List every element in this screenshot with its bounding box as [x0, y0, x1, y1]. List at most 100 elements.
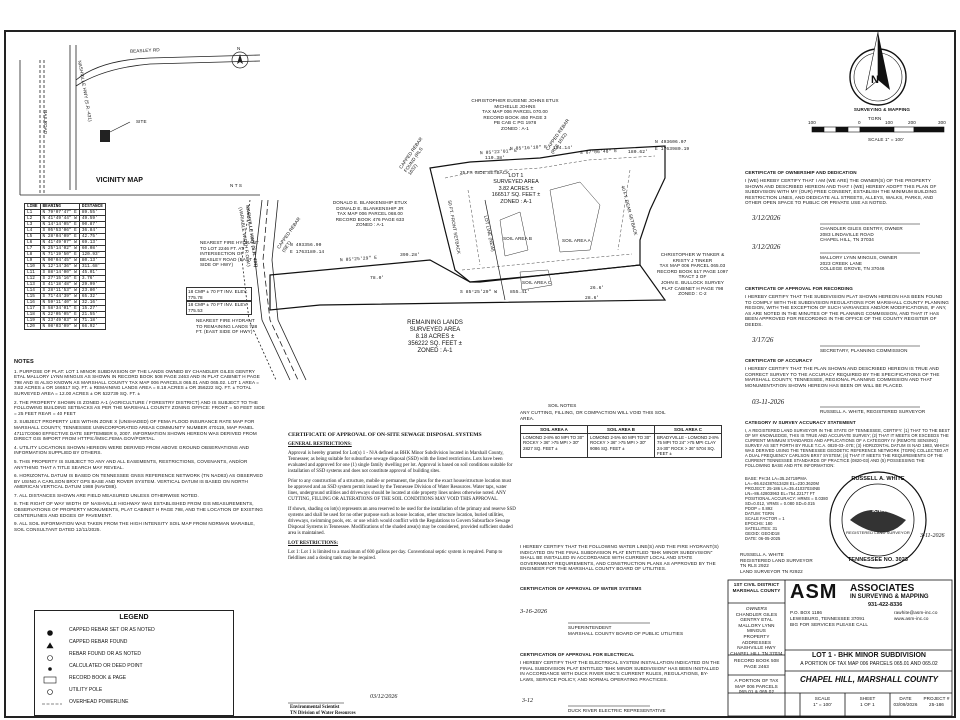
- table-cell: N 23°49'03" W: [39, 317, 80, 324]
- ownership-date1: 3/12/2026: [752, 214, 781, 222]
- table-cell: N 71°19'50" E: [39, 251, 80, 258]
- tb-county: MARSHALL COUNTY: [732, 587, 781, 593]
- owner-east-line: PLAT CABINET H PAGE 798: [661, 285, 724, 291]
- tb-district-text: 1st CIVIL DISTRICT: [733, 582, 780, 587]
- soil-cell: LOMOND 2-8% 60 MPI TO 30" ROCKY > 36" >7…: [520, 433, 588, 459]
- category-data-line: DATE: 06-05-2025: [745, 536, 781, 541]
- accuracy-date: 03-11-2026: [752, 398, 785, 406]
- seal-bottom: TENNESSEE NO. 3023: [847, 557, 909, 563]
- scale-tick-4: 200: [908, 120, 916, 125]
- sewage-sig: Environmental Scientist TN Division of W…: [290, 705, 356, 716]
- owner-west-line: DONALD E. BLANKENSHIP ETUX: [332, 200, 408, 205]
- recording-body: I HEREBY CERTIFY THAT THE SUBDIVISION PL…: [745, 294, 949, 327]
- tb-company: ASM ASSOCIATES IN SURVEYING & MAPPING 93…: [790, 582, 948, 627]
- water-cert-title: CERTIFICATION OF APPROVAL OF WATER SYSTE…: [520, 586, 642, 591]
- owner2-line: COLLEGE GROVE, TN 37046: [820, 266, 885, 272]
- bearing-5: S 85°25'29" W: [460, 290, 498, 295]
- table-cell: S 71°44'39" W: [39, 293, 80, 300]
- vicinity-site: SITE: [136, 119, 147, 124]
- table-cell: N 08°03'09" W: [39, 323, 80, 330]
- note-item: 9. ALL SOIL INFORMATION WAS TAKEN FROM T…: [14, 521, 255, 532]
- ownership-title: CERTIFICATE OF OWNERSHIP AND DEDICATION: [745, 170, 857, 175]
- category-body: I, A REGISTERED LAND SURVEYOR IN THE STA…: [745, 428, 950, 468]
- tb-taxmap: A PORTION OF TAX MAP 006 PARCELS 065.01 …: [729, 678, 784, 695]
- owner-east-line: RECORD BOOK 517 PAGE 1097: [656, 268, 729, 274]
- scale-tick-2: 0: [858, 120, 861, 125]
- sewage-p3: If shown, shading on lot(s) represents a…: [288, 507, 516, 536]
- distance-4: 399.28': [400, 253, 420, 258]
- tb-owner-1: CHANDLER GILES GENTRY ETAL: [735, 611, 778, 623]
- note-item: 4. UTILITY LOCATIONS SHOWN HEREON WERE D…: [14, 444, 250, 456]
- sewage-lot1: Lot 1: Lot 1 is limited to a maximum of …: [288, 550, 503, 561]
- category-title: CATEGORY IV SURVEY ACCURACY STATEMENT: [745, 420, 856, 425]
- sewage-lot-heading: LOT RESTRICTIONS:: [288, 541, 339, 546]
- sheet-border: [4, 30, 956, 718]
- table-cell: L20: [24, 323, 41, 330]
- coord-sw-n: N 493356.90: [290, 243, 322, 248]
- table-cell: N 79°07'47" E: [39, 209, 80, 216]
- legend-label: CAPPED REBAR FOUND: [69, 639, 128, 645]
- culvert-2: 18 CMP ± 70 FT INV. ELEV. 775.53: [186, 300, 252, 316]
- owner-east-line: CHRISTOPHER W TINKER &: [660, 252, 725, 257]
- accuracy-body: I HEREBY CERTIFY THAT THE PLAN SHOWN AND…: [745, 366, 940, 388]
- seal-top: RUSSELL A. WHITE: [851, 476, 905, 482]
- scale-bar: [811, 126, 945, 133]
- table-cell: S 28°11'53" W: [39, 287, 80, 294]
- tb-company-sub2: IN SURVEYING & MAPPING: [850, 594, 929, 600]
- tb-sheet: SHEET 1 OF 1: [845, 696, 890, 707]
- tb-website: www.asm-inc.co: [894, 616, 929, 621]
- legend-item: REBAR FOUND OR AS NOTED: [69, 648, 229, 660]
- soil-cell: BRADYVILLE - LOMOND 2-8% 75 MPI TO 24" >…: [654, 433, 722, 459]
- note-item: 8. THE RIGHT OF WAY WIDTH OF NASHVILLE H…: [14, 501, 263, 518]
- category-data-line: EPOCHS: 180: [745, 521, 773, 526]
- scale-tick-5: 300: [938, 120, 946, 125]
- soil-area-c-label: SOIL AREA C: [522, 280, 552, 285]
- sewage-p2: Prior to any construction of a structure…: [288, 479, 512, 502]
- north-company: SURVEYING & MAPPING: [853, 107, 911, 112]
- coord-sw-e: E 1763180.14: [290, 250, 325, 255]
- tb-taxmap-value: 065.01 & 065.02: [738, 689, 775, 695]
- tb-scale: SCALE 1" = 100': [800, 696, 845, 707]
- table-cell: N 25°14'02" W: [39, 245, 80, 252]
- legend-item: CALCULATED OR DEED POINT: [69, 660, 229, 672]
- notes-block: NOTES 1. PURPOSE OF PLAT: LOT 1 MINOR SU…: [14, 359, 266, 535]
- owner-north-line: ZONED : A-1: [501, 125, 529, 131]
- remaining-line: REMAINING LANDS: [407, 320, 463, 326]
- surveyor-line: LAND SURVEYOR TN #2922: [740, 568, 803, 574]
- line-table-header: LINE: [24, 203, 41, 210]
- remaining-line: 8.18 Acres ±: [415, 334, 455, 340]
- lot1-line: SURVEYED AREA: [493, 179, 539, 186]
- legend-item: CAPPED REBAR SET OR AS NOTED: [69, 624, 229, 636]
- north-letter: N: [871, 74, 879, 86]
- distance-3: 180.62': [628, 150, 648, 155]
- distance-6: 78.0': [370, 276, 385, 281]
- tb-contact-3: BIG FOR SERVICES PLEASE CALL: [790, 622, 869, 627]
- tb-project-no: PROJECT # 25-186: [921, 696, 952, 707]
- category-data-line: GEOID: GEOID18: [745, 531, 780, 536]
- legend-item: UTILITY POLE: [69, 684, 229, 696]
- line-table-header: DISTANCE: [78, 203, 106, 210]
- tb-sheet-value: 1 OF 1: [860, 701, 875, 707]
- table-cell: N 28°04'09" E: [39, 233, 80, 240]
- legend-title: LEGEND: [119, 614, 149, 621]
- table-cell: S 05°53'06" E: [39, 227, 80, 234]
- tb-owners-label: Owners: [745, 606, 768, 611]
- owner1-line: 2083 LINDAVILLE ROAD: [820, 231, 874, 237]
- electrical-cert-date: 3-12: [522, 698, 533, 704]
- category-data-line: POSITIONAL ACCURACY: HRMS = 0.0380 SD=0.…: [745, 496, 828, 506]
- recording-date: 3/17/26: [752, 336, 774, 344]
- table-cell: S 88°14'00" W: [39, 269, 80, 276]
- legend: LEGEND CAPPED REBAR SET OR AS NOTED CAPPE…: [34, 610, 234, 716]
- soil-header: SOIL AREA C: [654, 424, 722, 435]
- accuracy-sig: RUSSELL A. WHITE, REGISTERED SURVEYOR: [820, 409, 926, 414]
- culvert-1: 18 CMP ± 70 FT INV. ELEV. 775.78: [186, 287, 252, 303]
- owner-west-line: ZONED : A-1: [356, 222, 384, 228]
- sewage-date: 03/12/2026: [370, 694, 398, 700]
- table-cell: N 00°04'45" W: [39, 257, 80, 264]
- tb-book-label: RECORD BOOK 508: [734, 658, 779, 663]
- vicinity-north-arrow-icon: [231, 51, 249, 69]
- table-cell: N 59°11'40" W: [39, 299, 80, 306]
